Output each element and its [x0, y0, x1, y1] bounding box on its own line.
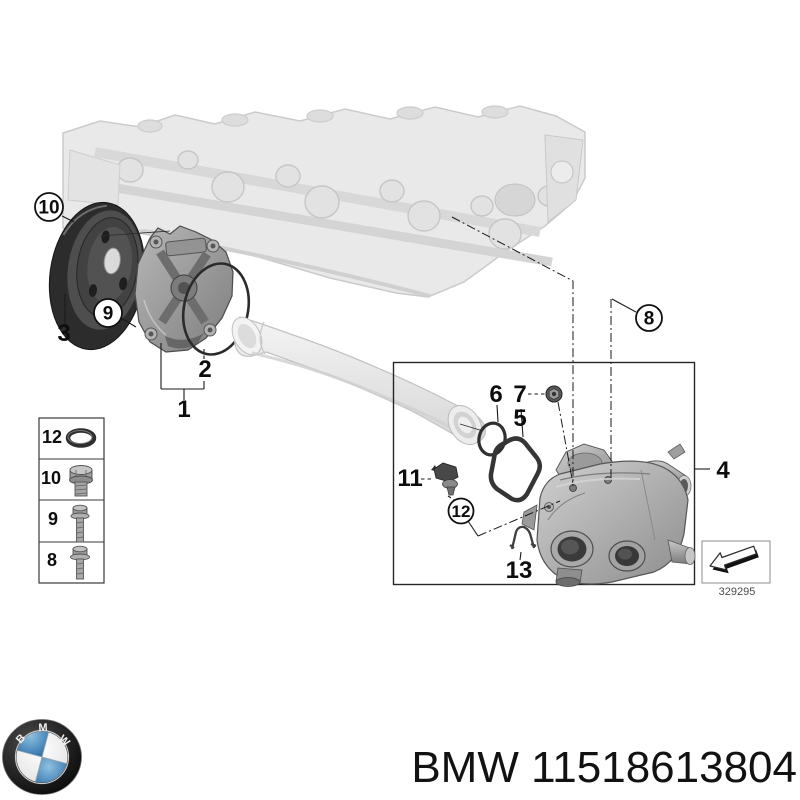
hex-bolt-icon [70, 504, 90, 543]
callout-5-label: 5 [513, 405, 526, 432]
leader-lines [61, 215, 710, 561]
sealing-nut [545, 385, 563, 403]
callout-8: 8 [635, 304, 663, 332]
valve-cover-bumps [137, 105, 509, 133]
callout-9-label: 9 [103, 304, 114, 325]
logo-letter-m: M [38, 722, 48, 734]
chain-sprocket [550, 160, 574, 184]
fastener-legend: 12 10 9 8 [38, 417, 105, 584]
thermostat-detail-box [392, 361, 696, 586]
thermostat-housing [521, 443, 696, 587]
temperature-sensor [431, 462, 459, 496]
legend-row-8-label: 8 [47, 550, 57, 570]
callout-3-label: 3 [57, 320, 70, 347]
bmw-logo: B M W [2, 719, 82, 795]
direction-arrow-icon [709, 545, 759, 574]
cam-bearing-bosses [116, 150, 561, 250]
callout-12-label: 12 [452, 502, 471, 521]
cam-sensor-boss [494, 183, 536, 217]
pump-o-ring [181, 262, 251, 356]
pulley-bolt-hole [101, 230, 110, 244]
callout-8-label: 8 [644, 309, 655, 330]
callout-7-label: 7 [513, 381, 526, 408]
profile-gasket [488, 436, 542, 503]
pulley-bolt-hole [88, 284, 97, 298]
part-number-caption: BMW 11518613804 [411, 743, 797, 792]
callout-13-label: 13 [506, 557, 533, 584]
callout-10: 10 [34, 192, 64, 222]
water-pump [134, 225, 234, 353]
callout-2-label: 2 [198, 356, 211, 383]
callout-1-label: 1 [177, 396, 190, 423]
camshaft-exhaust [104, 181, 553, 267]
pulley-center-hole [103, 247, 121, 275]
retaining-clip [509, 525, 537, 550]
callout-12: 12 [447, 497, 475, 525]
drawing-number-stamp: 329295 [701, 540, 771, 598]
callout-11-label: 11 [397, 465, 422, 492]
legend-row-9-label: 9 [48, 509, 58, 529]
bottom-port [555, 577, 581, 587]
callout-6-label: 6 [489, 381, 502, 408]
bmw-roundel-quarters [16, 731, 68, 783]
legend-row-10-label: 10 [41, 468, 61, 488]
pulley-bolt-hole [119, 277, 128, 291]
screw-plug-icon [69, 465, 93, 497]
callout-4-label: 4 [716, 457, 730, 484]
o-ring-icon [65, 428, 97, 448]
engine-cylinder-head [62, 105, 586, 298]
head-front-face [67, 149, 121, 206]
callout-10-label: 10 [38, 198, 59, 219]
callout-9: 9 [93, 298, 123, 328]
drawing-number: 329295 [719, 586, 756, 598]
hex-bolt-long-icon [70, 545, 90, 580]
coolant-pipe [231, 316, 486, 446]
legend-row-12-label: 12 [42, 427, 62, 447]
